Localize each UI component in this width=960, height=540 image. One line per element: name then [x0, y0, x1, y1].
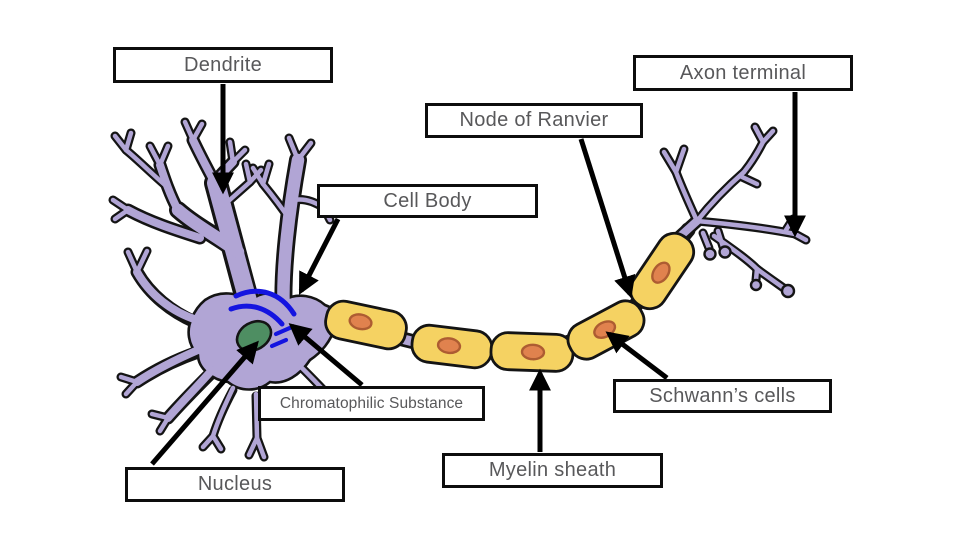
myelin-segment: [628, 231, 696, 311]
label-nucleus-text: Nucleus: [197, 473, 273, 495]
label-schwanns-cells-text: Schwann’s cells: [649, 384, 796, 407]
label-cell-body: Cell Body: [317, 184, 538, 218]
label-axon-terminal-text: Axon terminal: [679, 61, 807, 84]
label-dendrite-text: Dendrite: [184, 53, 262, 76]
nissl-bodies: [228, 288, 297, 349]
schwann-cell-nucleus: [436, 337, 462, 355]
axon-terminal-bulbs: [703, 245, 796, 299]
myelin-sheath-segments: [324, 231, 696, 373]
label-dendrite: Dendrite: [113, 47, 333, 83]
label-schwanns-cells: Schwann’s cells: [613, 379, 832, 413]
label-chromatophilic-substance-text: Chromatophilic Substance: [279, 394, 464, 412]
label-node-of-ranvier-text: Node of Ranvier: [459, 109, 609, 131]
label-cell-body-text: Cell Body: [383, 189, 472, 212]
arrow-chromatophilic: [288, 323, 364, 387]
label-node-of-ranvier: Node of Ranvier: [425, 103, 643, 138]
schwann-cell-nucleus: [348, 313, 373, 331]
myelin-segment: [489, 331, 575, 373]
label-myelin-sheath-text: Myelin sheath: [488, 459, 617, 481]
myelin-segment: [410, 323, 494, 370]
label-nucleus: Nucleus: [125, 467, 345, 502]
label-chromatophilic-substance: Chromatophilic Substance: [258, 386, 485, 421]
schwann-cell-nucleus: [651, 261, 671, 284]
arrow-node-of-ranvier: [578, 138, 636, 299]
label-myelin-sheath: Myelin sheath: [442, 453, 663, 488]
arrow-cell-body: [298, 217, 341, 295]
arrow-schwanns-cells: [605, 331, 669, 380]
myelin-segment: [324, 299, 408, 351]
schwann-cell-nucleus: [520, 343, 546, 361]
pointer-arrows: [150, 84, 807, 466]
label-axon-terminal: Axon terminal: [633, 55, 853, 91]
arrow-nucleus: [150, 340, 259, 466]
